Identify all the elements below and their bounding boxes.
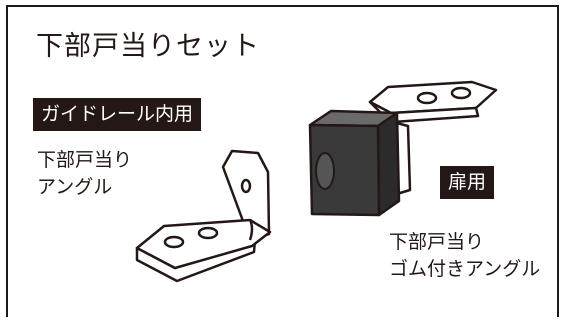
door-label-line-2: ゴム付きアングル (389, 258, 541, 280)
section-title: 下部戸当りセット (36, 31, 260, 62)
door-label: 下部戸当り ゴム付きアングル (389, 229, 540, 283)
rubber-angle-illustration (308, 80, 498, 217)
guide-rail-tag: ガイドレール内用 (33, 98, 202, 131)
section-frame (6, 5, 559, 317)
door-label-line-1: 下部戸当り (389, 231, 485, 253)
guide-rail-label-line-1: 下部戸当り (37, 149, 133, 171)
door-tag: 扉用 (440, 166, 495, 199)
guide-rail-label: 下部戸当り アングル (37, 147, 132, 201)
guide-rail-label-line-2: アングル (37, 176, 113, 198)
angle-bracket-illustration (135, 149, 272, 283)
